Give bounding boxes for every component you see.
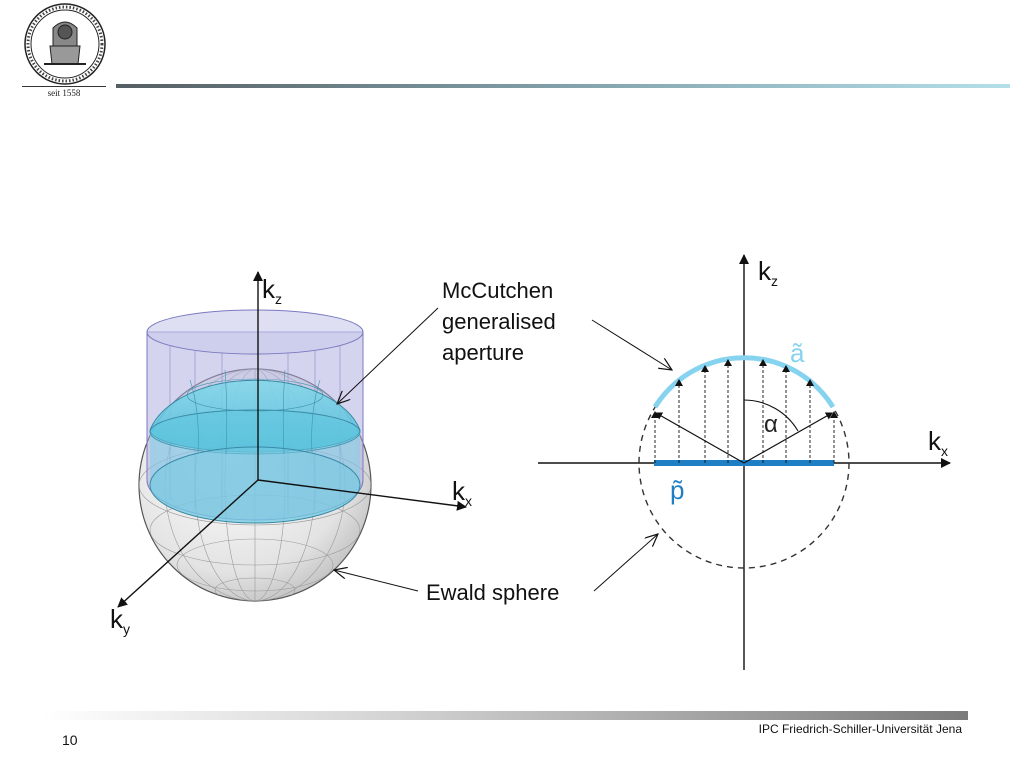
seal-divider — [22, 86, 106, 87]
angle-arc — [743, 399, 799, 432]
axis-ky-3d-label: ky — [110, 604, 130, 637]
axis-kz-2d-label: kz — [758, 256, 778, 289]
aperture-caption-line-1: McCutchen — [442, 278, 553, 303]
ewald-circle-2d — [638, 357, 850, 569]
aperture-rays — [655, 412, 833, 464]
pupil-p-label: p̃ — [670, 475, 684, 505]
footer-organization: IPC Friedrich-Schiller-Universität Jena — [758, 722, 962, 736]
aperture-a-label: ã — [790, 338, 805, 368]
axis-kx-2d-label: kx — [928, 426, 948, 459]
axes-3d — [117, 271, 467, 608]
university-seal-icon — [24, 3, 106, 85]
aperture-caption-line-2: generalised — [442, 309, 556, 334]
callout-arrows — [334, 307, 672, 592]
axis-kx-3d-label: kx — [452, 476, 472, 509]
page-number: 10 — [62, 732, 78, 748]
angle-alpha-label: α — [764, 411, 778, 438]
seal-caption: seit 1558 — [47, 88, 81, 98]
header-bar — [116, 84, 1010, 88]
aperture-cap-3d — [149, 369, 361, 524]
ewald-sphere-caption: Ewald sphere — [426, 580, 559, 605]
footer-bar — [40, 711, 968, 720]
aperture-caption-line-3: aperture — [442, 340, 524, 365]
projection-arrows — [651, 359, 838, 463]
axis-kz-3d-label: kz — [262, 274, 282, 307]
